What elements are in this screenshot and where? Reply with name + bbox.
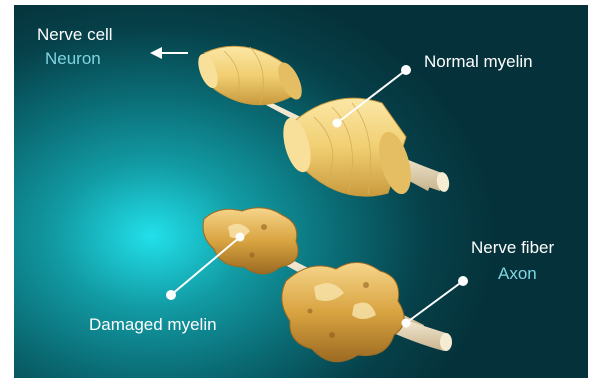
normal-myelin-label: Normal myelin: [424, 52, 533, 72]
damaged-myelin-large: [282, 262, 404, 361]
damaged-myelin-small: [203, 208, 298, 274]
neuron-label: Neuron: [45, 49, 101, 69]
damaged-myelin-label: Damaged myelin: [89, 315, 217, 335]
diagram-panel: Nerve cell Neuron Normal myelin Nerve fi…: [14, 5, 588, 378]
nerve-fiber-label: Nerve fiber: [471, 238, 554, 258]
healthy-nerve: [194, 46, 450, 197]
nerve-fiber-pointer: [402, 276, 469, 328]
damaged-nerve: [203, 208, 452, 362]
nerve-cell-label: Nerve cell: [37, 25, 113, 45]
nerve-cell-arrow: [150, 47, 188, 59]
axon-label: Axon: [498, 264, 537, 284]
